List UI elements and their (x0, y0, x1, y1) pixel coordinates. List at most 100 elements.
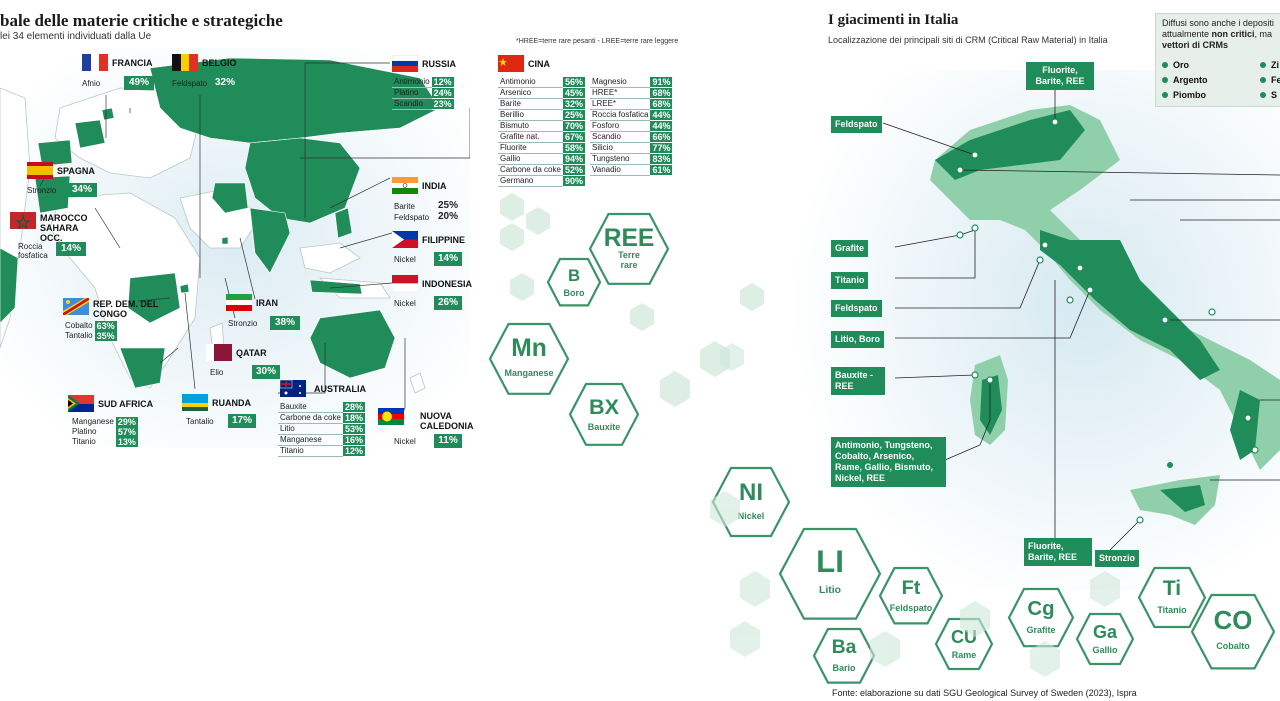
italy-label-grafite: Grafite (831, 240, 869, 257)
element-symbol: NI (739, 478, 763, 506)
country-spagna: SPAGNA Stronzio 34% (27, 162, 97, 197)
country-francia: FRANCIA Afnio 49% (82, 54, 154, 90)
italy-label-stronzio: Stronzio (1095, 550, 1139, 567)
material-label: Tungsteno (590, 153, 651, 165)
dot-icon (1260, 77, 1266, 83)
share-value: 61% (650, 164, 673, 176)
material-label: Carbone da coke (498, 164, 563, 176)
table-row: LREE*68% (590, 98, 673, 110)
country-name: IRAN (256, 298, 278, 308)
country-name: AUSTRALIA (314, 384, 366, 394)
flag-iran-icon (226, 294, 252, 311)
material-label: Barite (498, 98, 563, 110)
material-label: Feldspato (172, 79, 208, 88)
material-label: Roccia fosfatica (590, 109, 651, 121)
italy-subtitle: Localizzazione dei principali siti di CR… (828, 35, 1108, 45)
share-badge: 30% (252, 365, 280, 379)
material-label: LREE* (590, 98, 651, 110)
country-name: NUOVA CALEDONIA (420, 411, 474, 431)
country-caledonia: NUOVA CALEDONIA Nickel 11% (378, 408, 474, 448)
flag-qatar-icon (206, 344, 232, 361)
country-iran: IRAN Stronzio 38% (226, 294, 300, 330)
element-symbol: Ti (1162, 577, 1182, 601)
element-symbol: Cg (1027, 598, 1055, 621)
element-hexagon: LI Litio (778, 527, 882, 621)
element-name: Titanio (1157, 605, 1187, 616)
element-name: Rame (951, 650, 977, 661)
share-badge: 11% (434, 434, 462, 448)
material-label: Antimonio (498, 77, 563, 88)
flag-new-caledonia-icon (378, 408, 404, 425)
legend-item-s: S (1260, 88, 1280, 103)
flag-indonesia-icon (391, 275, 419, 293)
italy-label-feldspato-center: Feldspato (831, 300, 882, 317)
italy-legend: Diffusi sono anche i depositi attualment… (1155, 13, 1280, 107)
element-symbol: LI (816, 543, 844, 579)
share-badge: 49% (124, 76, 154, 90)
element-name: Bauxite (587, 422, 621, 433)
material-label: Nickel (394, 299, 416, 308)
element-name: Litio (819, 585, 841, 597)
flag-china-icon (498, 55, 524, 72)
flag-australia-icon (279, 379, 306, 397)
share-value: 70% (562, 120, 585, 132)
italy-label-antimonio: Antimonio, Tungsteno, Cobalto, Arsenico,… (831, 437, 946, 487)
material-label: Afnio (82, 79, 101, 88)
material-label: Silicio (590, 142, 651, 154)
element-name: Nickel (737, 510, 765, 521)
share-value: 94% (562, 153, 585, 165)
flag-south-africa-icon (68, 395, 94, 412)
italy-label-fluorite-north: Fluorite, Barite, REE (1026, 62, 1094, 90)
italy-label-feldspato-north: Feldspato (831, 116, 882, 133)
share-value: 45% (562, 87, 585, 99)
country-name: CINA (528, 59, 550, 69)
country-name: REP. DEM. DEL CONGO (93, 299, 159, 319)
share-badge: 38% (270, 316, 300, 330)
material-label: Magnesio (590, 77, 651, 88)
share-value: 91% (650, 77, 673, 88)
country-name: FRANCIA (112, 58, 153, 68)
country-name: MAROCCO SAHARA OCC. (40, 213, 88, 243)
share-value: 77% (650, 142, 673, 154)
country-name: RUANDA (212, 398, 251, 408)
material-label: Roccia fosfatica (18, 242, 48, 260)
material-label: Stronzio (228, 319, 258, 328)
share-badge: 17% (228, 414, 256, 428)
world-title: bale delle materie critiche e strategich… (0, 11, 283, 30)
italy-label-bauxite: Bauxite - REE (831, 367, 885, 395)
element-name: Boro (563, 288, 585, 299)
material-label: Arsenico (498, 87, 563, 99)
material-label: Elio (210, 368, 224, 377)
rare-earth-note: *HREE=terre rare pesanti - LREE=terre ra… (516, 38, 679, 45)
share-value: 44% (650, 120, 673, 132)
legend-item-fe: Fe (1260, 73, 1280, 88)
element-symbol: CO (1213, 606, 1253, 635)
italy-label-litio-boro: Litio, Boro (831, 331, 884, 348)
italy-label-titanio: Titanio (831, 272, 869, 289)
country-ruanda: RUANDA Tantalio 17% (182, 394, 256, 428)
material-label: Tantalio (186, 417, 214, 426)
country-name: INDONESIA (422, 279, 473, 289)
element-name: Grafite (1026, 624, 1056, 635)
share-value: 52% (562, 164, 585, 176)
share-value: 44% (650, 109, 673, 121)
